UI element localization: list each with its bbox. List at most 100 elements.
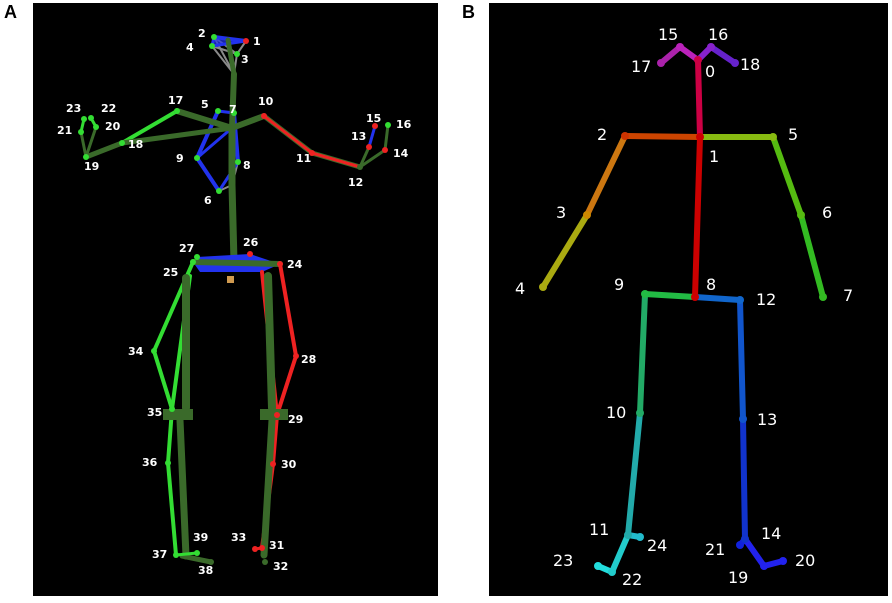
bone-b-2-3: [584, 133, 628, 218]
joint-a-23-dot: [81, 116, 87, 122]
bone-b-8-9: [642, 291, 698, 300]
joint-a-36-dot: [165, 460, 171, 466]
joint-b-label-7: 7: [843, 286, 853, 305]
left-arm-dark: [119, 125, 235, 146]
joint-b-label-2: 2: [597, 125, 607, 144]
right-knee-outer: [275, 354, 298, 417]
joint-a-6-dot: [216, 188, 222, 194]
right-knee-pad: [260, 409, 288, 420]
right-thigh-dark: [264, 272, 276, 412]
joint-b-12-dot: [736, 296, 744, 304]
joint-a-label-36: 36: [142, 456, 158, 469]
joint-a-label-37: 37: [152, 548, 167, 561]
joint-a-label-16: 16: [396, 118, 412, 131]
joint-a-22-dot: [88, 115, 94, 121]
joint-a-37-dot: [173, 552, 179, 558]
joint-a-label-28: 28: [301, 353, 316, 366]
joint-b-23-dot: [594, 562, 602, 570]
joint-b-label-20: 20: [795, 551, 815, 570]
bone-b-1-2: [622, 133, 703, 140]
bone-b-14-19: [742, 536, 767, 569]
joint-b-label-15: 15: [658, 25, 678, 44]
joint-a-29-dot: [274, 412, 280, 418]
joint-a-9-dot: [194, 155, 200, 161]
right-hand-2: [358, 148, 387, 169]
joint-b-label-18: 18: [740, 55, 760, 74]
right-hand-4: [383, 123, 390, 152]
joint-b-1-dot: [696, 133, 704, 141]
joint-b-label-21: 21: [705, 540, 725, 559]
bone-b-11-22: [609, 532, 631, 575]
joint-a-10-dot: [261, 113, 267, 119]
joint-a-label-31: 31: [269, 539, 284, 552]
joint-a-label-32: 32: [273, 560, 288, 573]
joint-a-15-dot: [372, 123, 378, 129]
joint-a-19-dot: [83, 154, 89, 160]
bone-b-16-18: [708, 44, 738, 66]
joint-b-0-dot: [694, 56, 702, 64]
joint-a-34-dot: [151, 348, 157, 354]
neck-bone: [225, 37, 237, 77]
left-knee-outer: [152, 349, 174, 411]
bone-b-8-12: [692, 294, 743, 303]
right-hand-1: [358, 145, 371, 169]
bone-b-10-11: [625, 410, 643, 538]
joint-b-label-9: 9: [614, 275, 624, 294]
joint-b-label-10: 10: [606, 403, 626, 422]
joint-a-18-dot: [119, 140, 125, 146]
joint-a-label-21: 21: [57, 124, 72, 137]
joint-b-5-dot: [769, 133, 777, 141]
joint-a-28-dot: [293, 353, 299, 359]
joint-a-24-dot: [277, 261, 283, 267]
joint-b-label-19: 19: [728, 568, 748, 587]
left-shin-dark: [176, 416, 190, 560]
joint-b-label-16: 16: [708, 25, 728, 44]
joint-b-8-dot: [691, 293, 699, 301]
pelvis-bar: [190, 259, 283, 267]
joint-b-22-dot: [608, 568, 616, 576]
chest-blue-6: [195, 126, 234, 160]
joint-a-5-dot: [215, 108, 221, 114]
joint-a-3-dot: [234, 51, 240, 57]
bone-b-3-4: [540, 212, 590, 290]
joint-a-2-dot: [211, 34, 217, 40]
panel-a-letter: A: [4, 2, 17, 22]
joint-a-label-3: 3: [241, 53, 249, 66]
joint-a-label-38: 38: [198, 564, 213, 577]
joint-b-14-dot: [741, 535, 749, 543]
left-forearm-green: [120, 109, 179, 145]
joint-a-label-2: 2: [198, 27, 206, 40]
right-shoulder-dark: [229, 113, 267, 131]
joint-a-8-dot: [235, 159, 241, 165]
joint-a-label-7: 7: [229, 103, 237, 116]
gray-wire-4: [211, 45, 235, 75]
joint-a-label-11: 11: [296, 152, 311, 165]
joint-a-label-12: 12: [348, 176, 363, 189]
joint-a-30-dot: [270, 461, 276, 467]
joint-b-21-dot: [736, 541, 744, 549]
joint-b-11-dot: [624, 531, 632, 539]
joint-b-label-17: 17: [631, 57, 651, 76]
joint-a-39-dot: [194, 550, 200, 556]
joint-a-11-dot: [309, 150, 315, 156]
joint-a-label-25: 25: [163, 266, 178, 279]
joint-a-32-dot: [262, 559, 268, 565]
joint-b-label-22: 22: [622, 570, 642, 589]
joint-a-label-29: 29: [288, 413, 303, 426]
joint-b-16-dot: [707, 43, 715, 51]
joint-b-label-6: 6: [822, 203, 832, 222]
joint-a-label-20: 20: [105, 120, 121, 133]
bone-b-1-0: [695, 57, 703, 140]
spine-upper: [229, 71, 237, 131]
joint-a-label-8: 8: [243, 159, 251, 172]
joint-a-17-dot: [174, 108, 180, 114]
bone-b-1-8: [692, 134, 703, 300]
joint-a-25-dot: [190, 259, 196, 265]
left-foot-dark: [179, 553, 214, 565]
joint-b-3-dot: [583, 211, 591, 219]
right-hand-3: [367, 124, 377, 149]
joint-a-label-26: 26: [243, 236, 259, 249]
joint-a-20-dot: [93, 124, 99, 130]
